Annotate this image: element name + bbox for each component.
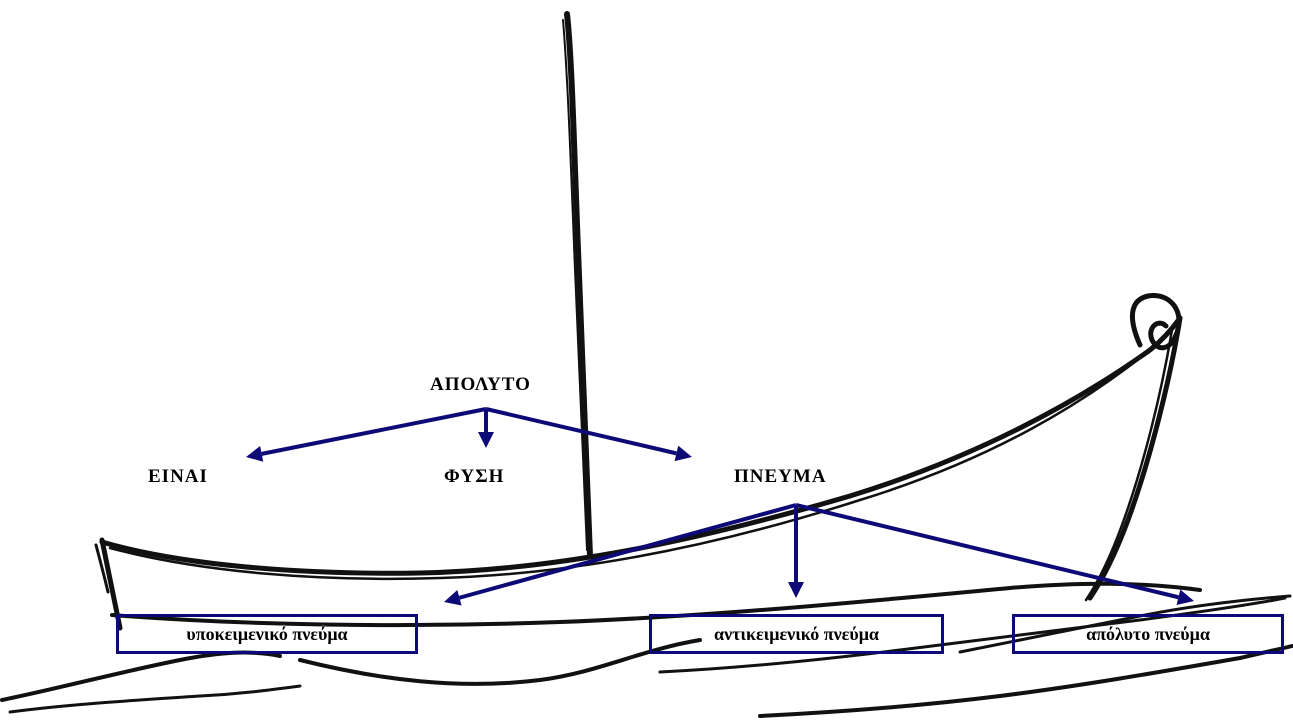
arrow-apolyto-to-einai-line [261, 407, 487, 456]
wave-stroke-5 [758, 644, 1293, 718]
arrow-pneuma-to-ypokeimeniko-head [444, 590, 462, 606]
arrow-apolyto-to-einai-head [246, 446, 264, 462]
arrow-pneuma-to-ypokeimeniko-line [458, 503, 797, 600]
arrow-apolyto-to-fysi [478, 409, 494, 448]
arrow-pneuma-to-apolyto-line [795, 503, 1179, 600]
mast-stroke [564, 11, 593, 559]
arrow-apolyto-to-pneuma-head [674, 445, 692, 462]
wave-stroke-2 [8, 684, 302, 714]
arrow-pneuma-to-antikeimeniko-head [788, 582, 804, 598]
node-apolyto-pneuma-label: απόλυτο πνεύμα [1086, 623, 1210, 644]
hull-bottom-stroke [110, 581, 1202, 628]
arrow-apolyto-to-fysi-head [478, 432, 494, 448]
arrow-apolyto-to-pneuma [485, 407, 692, 462]
node-ypokeimeniko-label: υποκειμενικό πνεύμα [186, 623, 348, 644]
stern-stroke-2 [94, 543, 110, 594]
mast-stroke-thin [562, 19, 588, 551]
node-fysi: ΦΥΣΗ [444, 466, 505, 487]
node-box-apolyto-pneuma: απόλυτο πνεύμα [1012, 614, 1284, 654]
arrow-pneuma-to-apolyto-head [1176, 589, 1194, 606]
bow-stem-stroke [1087, 315, 1183, 601]
node-apolyto: ΑΠΟΛΥΤΟ [430, 374, 531, 395]
node-box-ypokeimeniko: υποκειμενικό πνεύμα [116, 614, 418, 654]
node-antikeimeniko-label: αντικειμενικό πνεύμα [714, 623, 879, 644]
wave-stroke-3 [298, 638, 702, 686]
arrow-apolyto-to-pneuma-line [485, 407, 677, 456]
arrow-pneuma-to-apolyto [795, 503, 1194, 606]
arrow-apolyto-to-einai [246, 407, 487, 462]
wave-stroke-4 [658, 596, 1287, 674]
node-box-antikeimeniko: αντικειμενικό πνεύμα [649, 614, 944, 654]
node-pneuma: ΠΝΕΥΜΑ [734, 466, 827, 487]
arrow-pneuma-to-antikeimeniko [788, 505, 804, 598]
hull-top-stroke-2 [108, 340, 1162, 581]
node-einai: ΕΙΝΑΙ [148, 466, 208, 487]
arrow-pneuma-to-ypokeimeniko [444, 503, 797, 606]
